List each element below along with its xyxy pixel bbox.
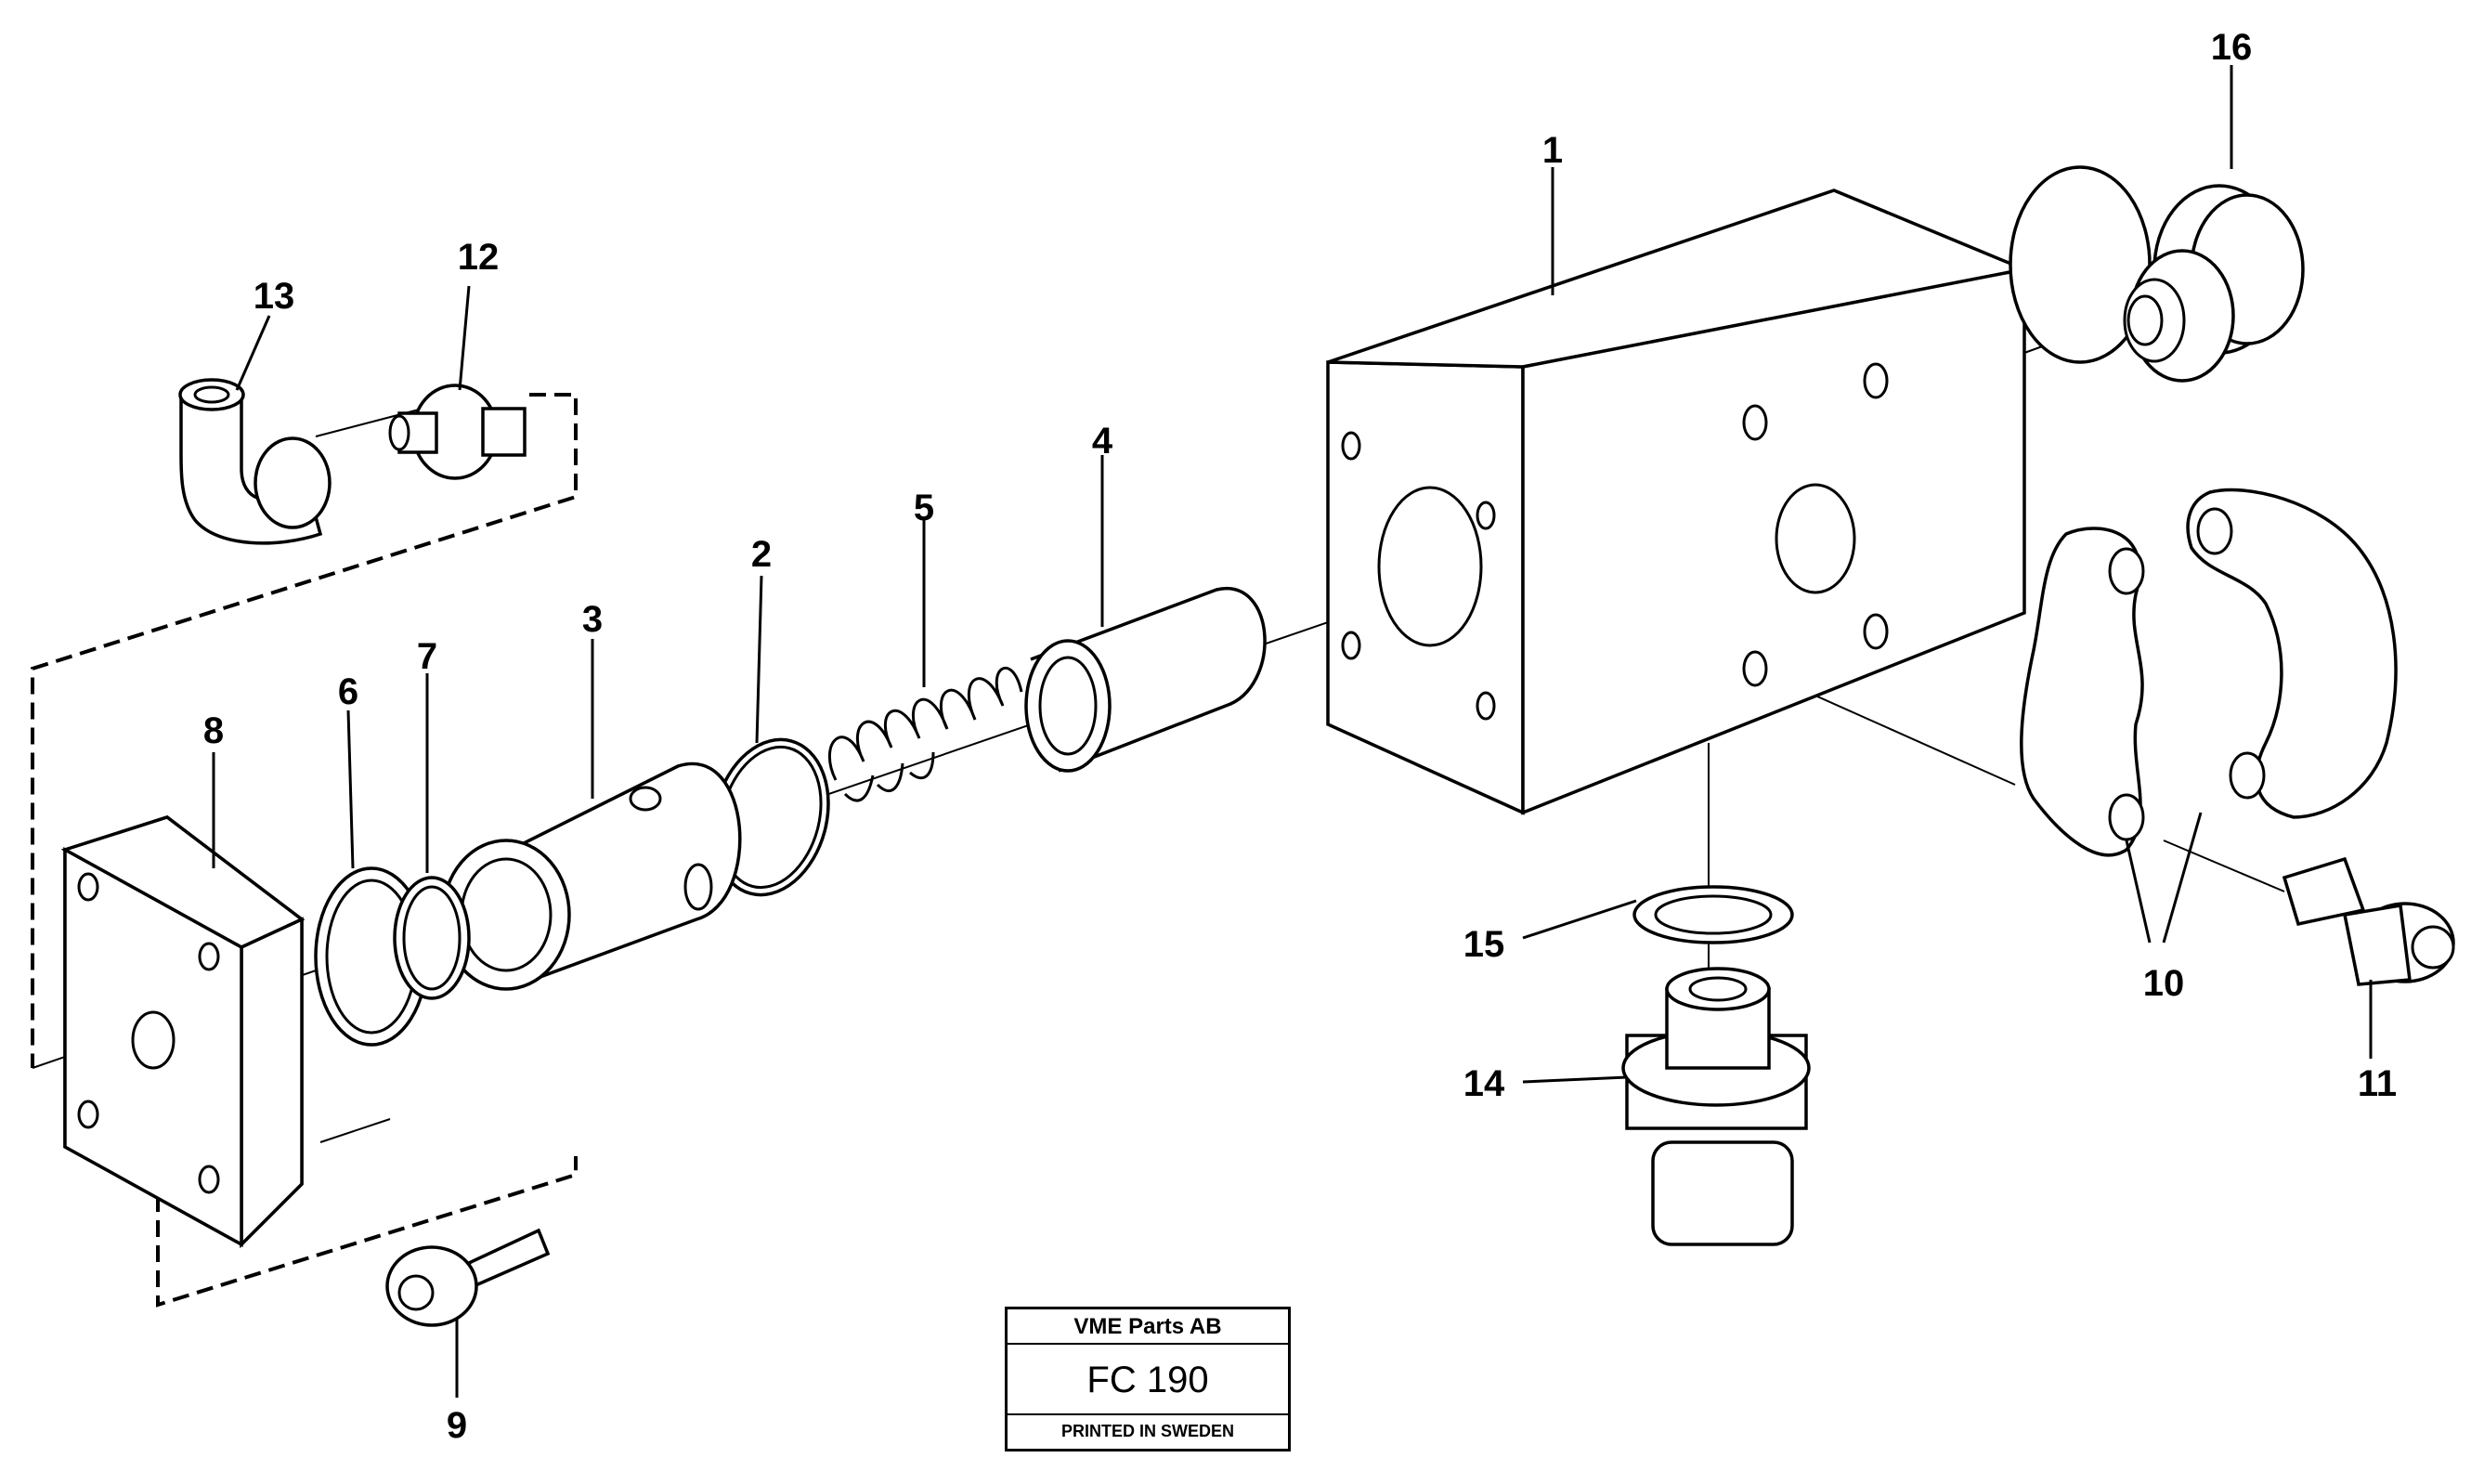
sleeve-part-4 — [1024, 586, 1267, 773]
seal-ring-part-15 — [1632, 885, 1794, 944]
callout-14: 14 — [1463, 1063, 1505, 1104]
callout-numbers: 1 2 3 4 5 6 7 8 9 10 11 12 13 14 15 16 — [203, 27, 2397, 1446]
callout-15: 15 — [1463, 924, 1505, 965]
callout-9: 9 — [447, 1405, 467, 1446]
dashed-brackets — [31, 393, 578, 1308]
flange-halves-part-10 — [2020, 488, 2398, 857]
callout-1: 1 — [1542, 130, 1563, 171]
nipple-part-16 — [2009, 165, 2305, 383]
cap-screw-part-9 — [385, 1228, 551, 1327]
plate-printed: PRINTED IN SWEDEN — [1060, 1422, 1234, 1440]
ring-part-7 — [393, 876, 471, 1000]
spool-housing-part-3 — [441, 762, 742, 991]
o-ring-part-2 — [711, 737, 830, 897]
title-plate: VME Parts AB FC 190 PRINTED IN SWEDEN — [1005, 1307, 1291, 1451]
callout-3: 3 — [582, 599, 603, 640]
adapter-part-12 — [388, 384, 527, 480]
spring-part-5 — [827, 666, 1023, 802]
callout-2: 2 — [751, 534, 772, 575]
callout-4: 4 — [1092, 421, 1113, 462]
cap-screw-part-11 — [2282, 856, 2455, 986]
callout-11: 11 — [2358, 1063, 2397, 1104]
cover-plate-part-8 — [60, 815, 306, 1249]
callout-6: 6 — [338, 671, 358, 712]
plate-company: VME Parts AB — [1008, 1309, 1288, 1345]
callout-12: 12 — [458, 237, 500, 278]
callout-8: 8 — [203, 710, 224, 751]
leader-lines — [212, 65, 2373, 1398]
callout-5: 5 — [914, 488, 934, 528]
callout-16: 16 — [2211, 27, 2253, 68]
hose-nipple-part-14 — [1621, 967, 1811, 1246]
callout-7: 7 — [417, 636, 437, 677]
callout-13: 13 — [254, 276, 295, 317]
valve-block-part-1 — [1326, 189, 2031, 815]
callout-10: 10 — [2143, 963, 2185, 1004]
plate-code: FC 190 — [1008, 1345, 1288, 1415]
elbow-part-13 — [178, 378, 332, 545]
